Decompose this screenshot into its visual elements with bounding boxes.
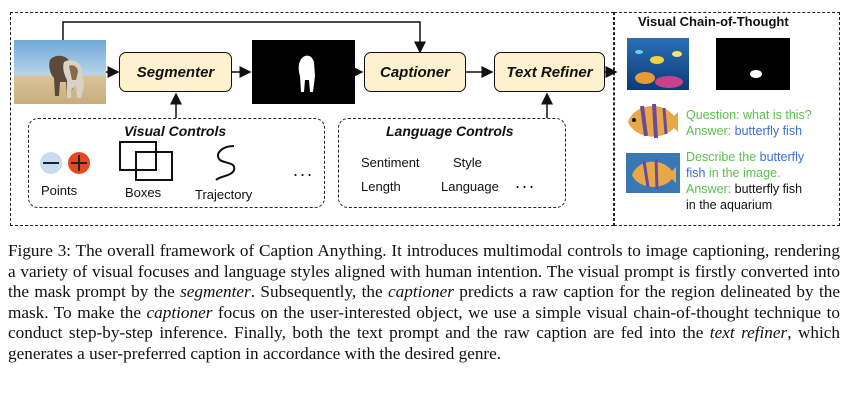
qa2-block: Describe the butterfly fish in the image… bbox=[686, 149, 804, 213]
qa2-answer-prefix: Answer: bbox=[686, 182, 735, 196]
text-refiner-label: Text Refiner bbox=[506, 63, 593, 81]
trajectory-label: Trajectory bbox=[195, 187, 253, 202]
qa2-line1-prefix: Describe the bbox=[686, 150, 760, 164]
butterfly-fish-image-2 bbox=[626, 153, 680, 193]
length-label: Length bbox=[361, 179, 401, 194]
diagram-connectors bbox=[62, 21, 618, 118]
qa2-line2-suffix: in the image. bbox=[705, 166, 781, 180]
qa2-line2-blue: fish bbox=[686, 166, 706, 180]
caption-em-captioner-2: captioner bbox=[146, 302, 213, 322]
language-label: Language bbox=[441, 179, 499, 194]
caption-em-captioner-1: captioner bbox=[388, 282, 454, 302]
input-image-dogs bbox=[14, 40, 106, 104]
style-label: Style bbox=[453, 155, 482, 170]
sentiment-label: Sentiment bbox=[361, 155, 420, 170]
figure-caption: Figure 3: The overall framework of Capti… bbox=[8, 241, 840, 365]
pipeline-frame bbox=[10, 12, 614, 226]
qa2-line1-blue: butterfly bbox=[759, 150, 805, 164]
boxes-label: Boxes bbox=[125, 185, 162, 200]
qa1-question: Question: what is this? bbox=[686, 108, 812, 122]
visual-controls-box bbox=[28, 118, 325, 208]
captioner-label: Captioner bbox=[379, 63, 450, 81]
qa1-block: Question: what is this? Answer: butterfl… bbox=[686, 107, 812, 139]
language-controls-title: Language Controls bbox=[386, 123, 514, 139]
points-label: Points bbox=[41, 183, 78, 198]
boxes-icon bbox=[119, 141, 173, 181]
caption-text-2: . Subsequently, the bbox=[250, 282, 389, 302]
visual-cot-panel bbox=[614, 12, 840, 226]
caption-text-3: predicts a raw caption for the region de… bbox=[8, 282, 840, 322]
visual-controls-title: Visual Controls bbox=[124, 123, 227, 139]
caption-text-4: focus on the user-interested object, we … bbox=[8, 302, 840, 343]
points-icon bbox=[40, 152, 90, 174]
captioner-node: Captioner bbox=[364, 52, 466, 92]
trajectory-icon bbox=[215, 145, 236, 181]
caption-text-1: The overall framework of Caption Anythin… bbox=[8, 241, 840, 302]
qa2-answer-value: butterfly fish bbox=[734, 182, 803, 196]
butterfly-fish-image-1 bbox=[628, 103, 678, 139]
caption-em-text-refiner: text refiner bbox=[709, 323, 788, 343]
qa1-answer-value: butterfly fish bbox=[734, 124, 803, 138]
caption-label: Figure 3: bbox=[8, 241, 72, 260]
visual-cot-title: Visual Chain-of-Thought bbox=[638, 14, 789, 29]
visual-controls-ellipsis: ... bbox=[293, 160, 315, 180]
caption-text-5: , which generates a user-preferred capti… bbox=[8, 323, 840, 363]
qa1-answer-prefix: Answer: bbox=[686, 124, 735, 138]
caption-em-segmenter: segmenter bbox=[180, 282, 251, 302]
language-controls-ellipsis: ... bbox=[515, 172, 537, 192]
segmenter-node: Segmenter bbox=[119, 52, 232, 92]
cot-mask-image bbox=[716, 38, 790, 90]
aquarium-image bbox=[627, 38, 689, 90]
segmenter-label: Segmenter bbox=[136, 63, 215, 81]
text-refiner-node: Text Refiner bbox=[494, 52, 605, 92]
language-controls-box bbox=[338, 118, 566, 208]
mask-image bbox=[252, 40, 355, 104]
qa2-answer-line2: in the aquarium bbox=[686, 198, 773, 212]
